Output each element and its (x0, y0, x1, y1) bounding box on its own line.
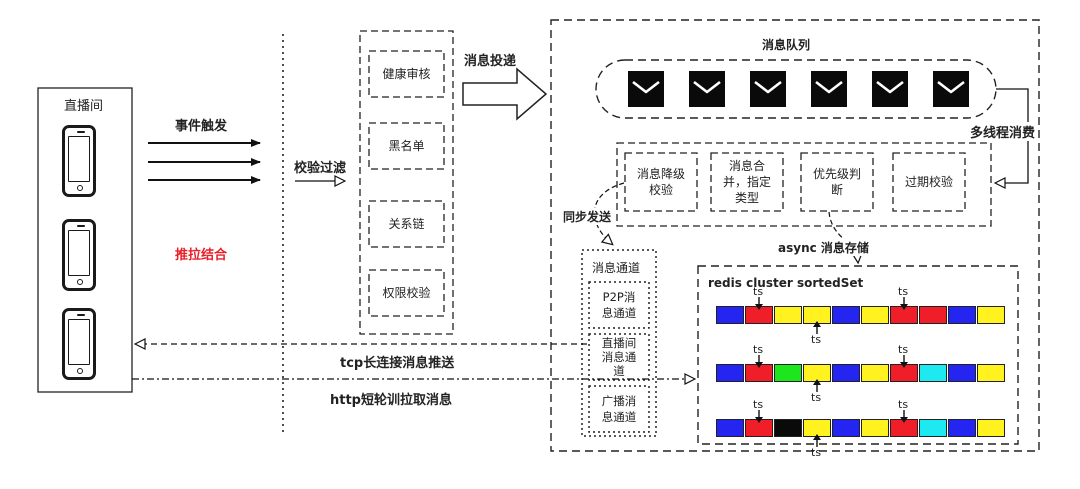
ts-label: ts (811, 391, 822, 404)
sync-send-label: 同步发送 (563, 208, 612, 225)
envelope-icon (933, 71, 969, 107)
sorted-set-cell (919, 364, 947, 382)
async-store-label: async 消息存储 (778, 239, 869, 256)
sorted-set-cell (861, 364, 889, 382)
sorted-set-cell (948, 306, 976, 324)
phone-icon (62, 308, 96, 380)
check-blacklist: 黑名单 (388, 139, 425, 153)
ts-pointer-arrow (900, 410, 908, 423)
process-expiry-check: 过期校验 (904, 175, 953, 189)
sorted-set-cell (977, 364, 1005, 382)
check-permission: 权限校验 (382, 286, 431, 300)
sorted-set-cell (861, 306, 889, 324)
deliver-label: 消息投递 (464, 54, 517, 69)
ts-pointer-arrow (813, 379, 821, 392)
check-health-review: 健康审核 (382, 67, 431, 81)
sorted-set-cell (774, 364, 802, 382)
sorted-set-cell (774, 306, 802, 324)
channels-title: 消息通道 (592, 261, 641, 275)
tcp-push-label: tcp长连接消息推送 (340, 356, 455, 371)
multi-thread-label: 多线程消费 (968, 122, 1038, 141)
phone-icon (62, 219, 96, 291)
ts-label: ts (753, 398, 764, 411)
envelope-icon (628, 71, 664, 107)
client-panel (37, 87, 133, 393)
sorted-set-cell (977, 419, 1005, 437)
sorted-set-cell (919, 419, 947, 437)
sorted-set-cell (716, 419, 744, 437)
ts-pointer-arrow (900, 297, 908, 310)
sorted-set-cell (977, 306, 1005, 324)
sorted-set-cell (861, 419, 889, 437)
channel-broadcast: 广播消 息通道 (601, 394, 637, 424)
ts-label: ts (898, 398, 909, 411)
push-pull-label: 推拉结合 (175, 248, 228, 263)
ts-pointer-arrow (755, 355, 763, 368)
ts-label: ts (898, 285, 909, 298)
ts-label: ts (898, 343, 909, 356)
check-relationship: 关系链 (388, 217, 425, 231)
ts-pointer-arrow (900, 355, 908, 368)
event-trigger-label: 事件触发 (175, 119, 228, 134)
filter-label: 校验过滤 (294, 161, 347, 176)
envelope-icon (811, 71, 847, 107)
sorted-set-cell (832, 364, 860, 382)
client-panel-title: 直播间 (64, 99, 104, 114)
channel-live-room: 直播间 消息通 道 (601, 336, 637, 378)
ts-label: ts (811, 333, 822, 346)
process-priority: 优先级判 断 (812, 167, 861, 197)
envelope-icon (872, 71, 908, 107)
sorted-set-cell (948, 419, 976, 437)
redis-title: redis cluster sortedSet (708, 276, 864, 290)
process-degrade-check: 消息降级 校验 (636, 167, 685, 197)
sorted-set-cell (832, 419, 860, 437)
envelope-icon (750, 71, 786, 107)
ts-label: ts (753, 343, 764, 356)
sorted-set-cell (948, 364, 976, 382)
channel-p2p: P2P消 息通道 (601, 290, 637, 320)
ts-label: ts (811, 446, 822, 459)
ts-label: ts (753, 285, 764, 298)
envelope-icon (689, 71, 725, 107)
phone-icon (62, 125, 96, 197)
sorted-set-cell (919, 306, 947, 324)
ts-pointer-arrow (755, 410, 763, 423)
sorted-set-cell (716, 306, 744, 324)
ts-pointer-arrow (755, 297, 763, 310)
http-pull-label: http短轮训拉取消息 (330, 393, 452, 408)
sorted-set-cell (832, 306, 860, 324)
ts-pointer-arrow (813, 434, 821, 447)
ts-pointer-arrow (813, 321, 821, 334)
process-merge-type: 消息合 并，指定 类型 (722, 159, 771, 205)
queue-title: 消息队列 (762, 38, 811, 52)
sorted-set-cell (716, 364, 744, 382)
sorted-set-cell (774, 419, 802, 437)
